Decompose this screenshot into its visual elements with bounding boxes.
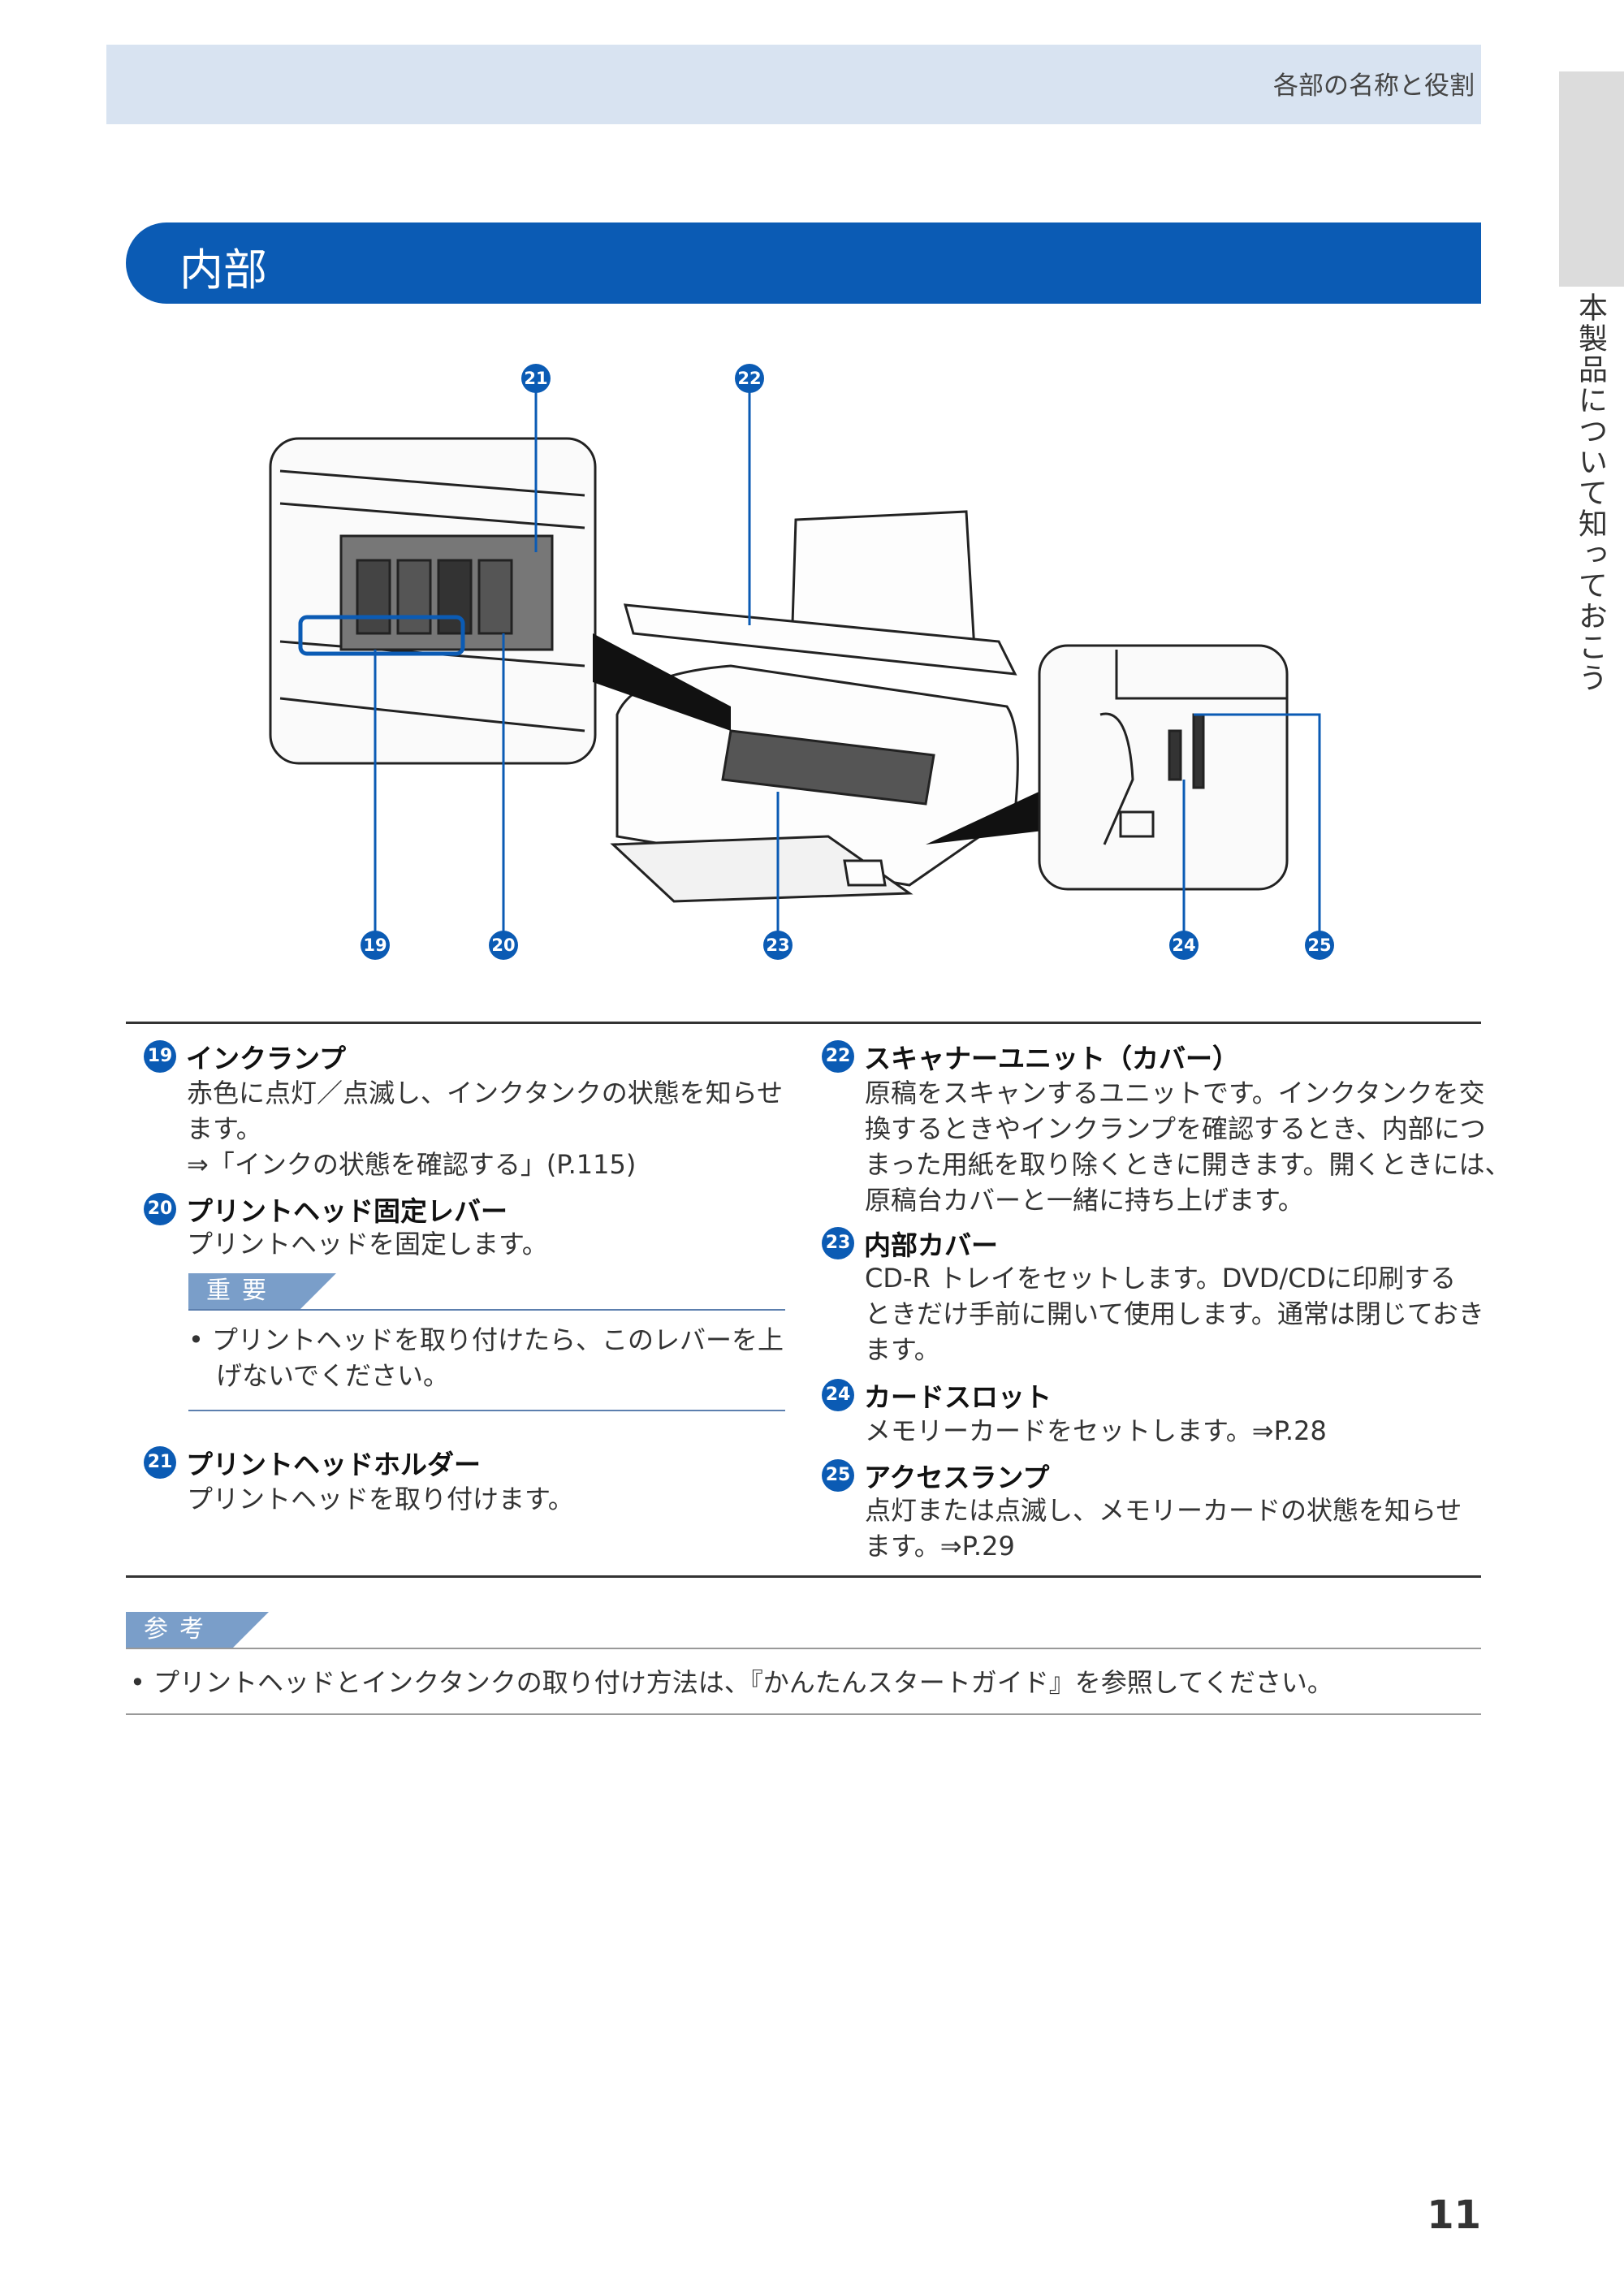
part-21-number: 21	[144, 1446, 176, 1479]
page-number: 11	[1427, 2192, 1481, 2238]
section-bar	[126, 222, 1481, 304]
part-23-number: 23	[822, 1227, 854, 1259]
part-24-title-text: カードスロット	[864, 1381, 1052, 1413]
header-title: 各部の名称と役割	[1273, 71, 1475, 101]
callout-22: 22	[735, 364, 764, 393]
part-19-title-text: インクランプ	[186, 1043, 347, 1074]
callout-19: 19	[361, 931, 390, 960]
note-text: • プリントヘッドとインクタンクの取り付け方法は、『かんたんスタートガイド』を参…	[130, 1667, 1333, 1698]
parts-top-rule	[126, 1022, 1481, 1024]
part-23-title: 23 内部カバー	[822, 1224, 998, 1263]
zoom-connector-right	[926, 788, 1064, 845]
important-top-line	[188, 1309, 785, 1311]
note-bottom-line	[126, 1713, 1481, 1715]
part-21-desc: プリントヘッドを取り付けます。	[187, 1484, 574, 1514]
printer-body	[610, 510, 1019, 903]
part-21-title: 21 プリントヘッドホルダー	[144, 1443, 481, 1482]
header-band	[106, 45, 1481, 124]
part-23-title-text: 内部カバー	[864, 1229, 998, 1261]
zoom-connector-left	[593, 633, 731, 731]
part-20-title-text: プリントヘッド固定レバー	[186, 1195, 508, 1227]
part-25-title: 25 アクセスランプ	[822, 1456, 1049, 1495]
part-22-desc: 原稿をスキャンするユニットです。インクタンクを交 換するときやインクランプを確認…	[865, 1078, 1511, 1216]
important-text: • プリントヘッドを取り付けたら、このレバーを上 げないでください。	[188, 1324, 784, 1391]
part-23-desc: CD-R トレイをセットします。DVD/CDに印刷する ときだけ手前に開いて使用…	[865, 1263, 1484, 1365]
important-bottom-line	[188, 1410, 785, 1411]
section-title: 内部	[179, 244, 267, 296]
part-24-desc: メモリーカードをセットします。⇒P.28	[865, 1415, 1327, 1446]
printer-illustration	[269, 390, 1321, 934]
callout-23: 23	[763, 931, 793, 960]
note-tag: 参考	[126, 1612, 269, 1648]
part-25-number: 25	[822, 1459, 854, 1492]
part-24-title: 24 カードスロット	[822, 1376, 1052, 1415]
part-24-number: 24	[822, 1379, 854, 1411]
part-19-title: 19 インクランプ	[144, 1037, 346, 1076]
part-22-title: 22 スキャナーユニット（カバー）	[822, 1037, 1239, 1076]
print-head-zoom	[269, 437, 597, 765]
side-tab-block	[1559, 71, 1624, 287]
part-25-title-text: アクセスランプ	[864, 1462, 1050, 1493]
important-tag: 重要	[188, 1273, 336, 1309]
card-slot-zoom	[1038, 644, 1289, 891]
part-25-desc: 点灯または点滅し、メモリーカードの状態を知らせ ます。⇒P.29	[865, 1495, 1462, 1562]
callout-21: 21	[521, 364, 551, 393]
part-22-title-text: スキャナーユニット（カバー）	[864, 1043, 1239, 1074]
part-19-number: 19	[144, 1040, 176, 1073]
parts-bottom-rule	[126, 1575, 1481, 1578]
part-20-number: 20	[144, 1193, 176, 1225]
page-reference-link[interactable]: ⇒「インクの状態を確認する」(P.115)	[187, 1149, 637, 1180]
part-21-title-text: プリントヘッドホルダー	[186, 1449, 481, 1480]
part-22-number: 22	[822, 1040, 854, 1073]
callout-20: 20	[489, 931, 518, 960]
side-tab-label: 本製品について知っておこう	[1574, 292, 1607, 693]
part-20-title: 20 プリントヘッド固定レバー	[144, 1190, 508, 1229]
part-20-desc: プリントヘッドを固定します。	[187, 1229, 548, 1259]
note-top-line	[126, 1648, 1481, 1649]
callout-24: 24	[1169, 931, 1199, 960]
callout-25: 25	[1305, 931, 1334, 960]
part-19-desc: 赤色に点灯／点滅し、インクタンクの状態を知らせ ます。 ⇒「インクの状態を確認す…	[187, 1075, 783, 1182]
